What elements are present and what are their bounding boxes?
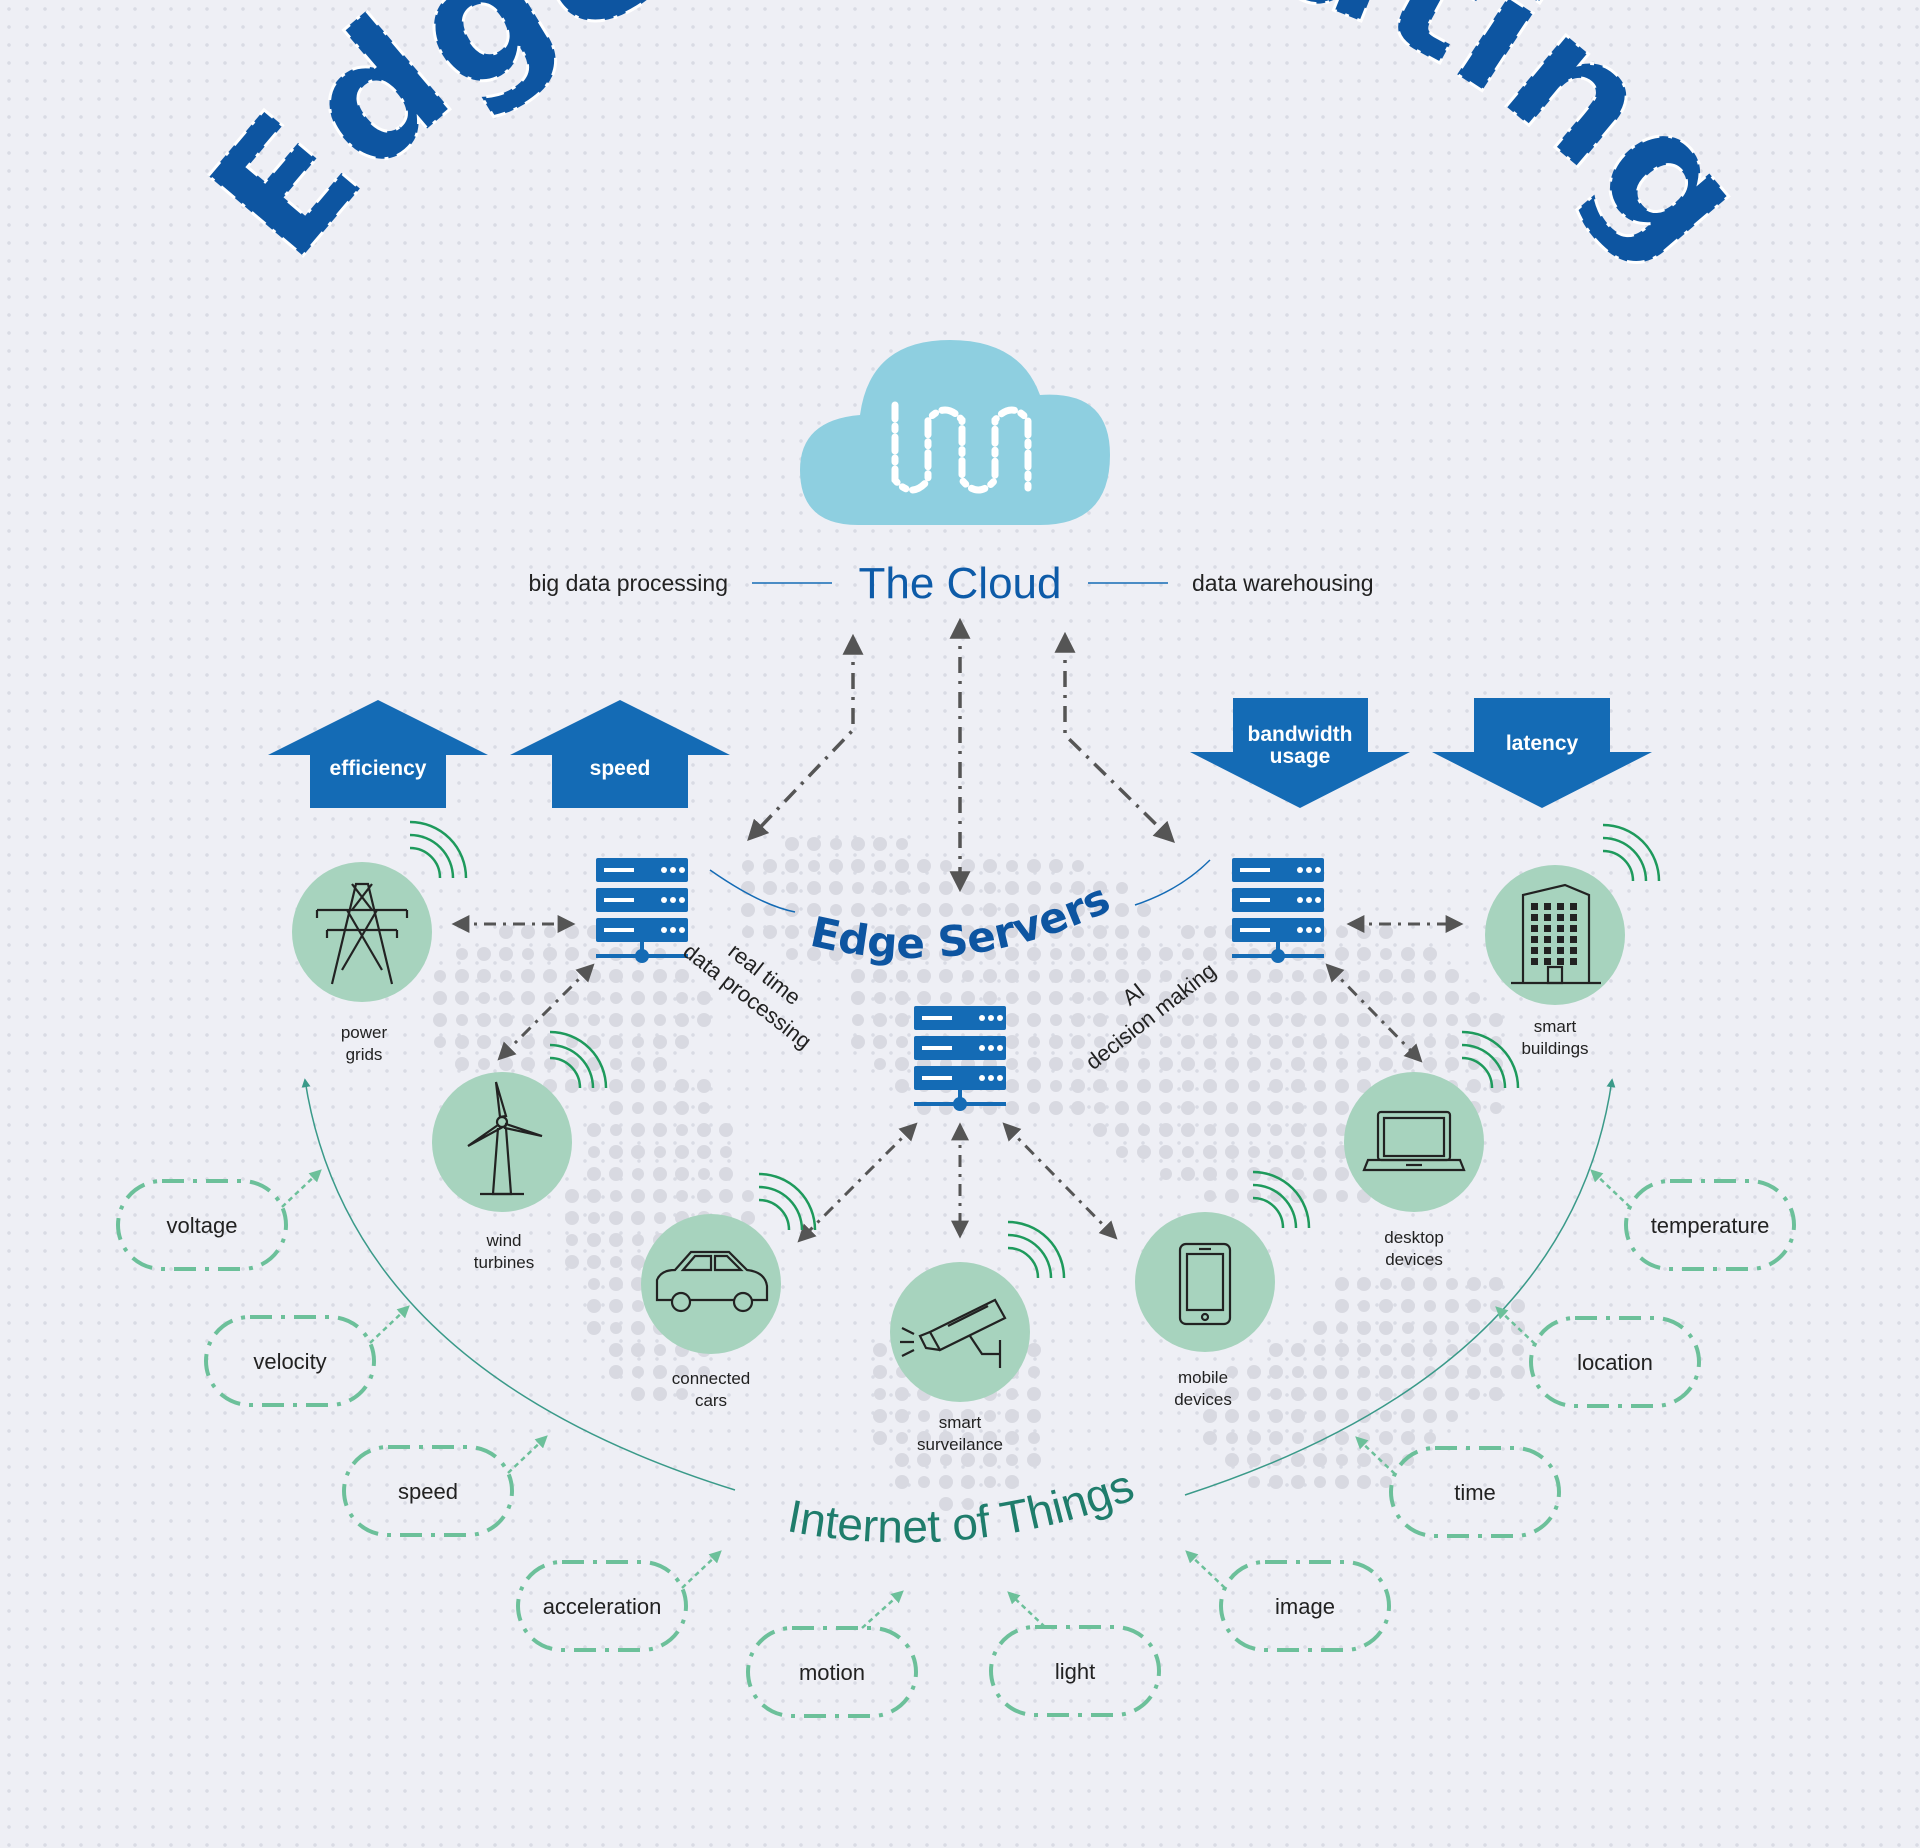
svg-text:buildings: buildings	[1521, 1039, 1588, 1058]
smartphone-icon	[1178, 1242, 1232, 1326]
svg-text:Edge Computing: Edge Computing	[173, 0, 1787, 294]
sensor-acceleration: acceleration	[516, 1550, 722, 1652]
cloud-icon	[800, 340, 1110, 525]
iot-title: Internet of Things	[784, 1459, 1140, 1553]
bandwidth-usage-arrow: bandwidth usage	[1190, 698, 1410, 808]
cloud-server-connectors	[747, 617, 1175, 893]
svg-text:temperature: temperature	[1651, 1213, 1770, 1238]
cctv-camera-icon	[900, 1298, 1007, 1368]
svg-text:image: image	[1275, 1594, 1335, 1619]
device-wind-turbines: wind turbines	[432, 1030, 608, 1272]
svg-text:connected: connected	[672, 1369, 750, 1388]
svg-text:devices: devices	[1385, 1250, 1443, 1269]
efficiency-arrow: efficiency	[268, 700, 488, 808]
svg-text:grids: grids	[346, 1045, 383, 1064]
svg-text:efficiency: efficiency	[330, 757, 427, 780]
sensor-light: light	[989, 1591, 1161, 1717]
speed-arrow: speed	[510, 700, 730, 808]
sensor-voltage: voltage	[116, 1169, 322, 1271]
svg-text:location: location	[1577, 1350, 1653, 1375]
sensor-velocity: velocity	[204, 1305, 410, 1407]
edge-server-right-icon	[1232, 858, 1324, 963]
edge-server-center-icon	[914, 1006, 1006, 1111]
svg-text:devices: devices	[1174, 1390, 1232, 1409]
svg-text:latency: latency	[1506, 732, 1579, 755]
building-icon	[1511, 883, 1601, 985]
svg-text:speed: speed	[398, 1479, 458, 1504]
device-connected-cars: connected cars	[641, 1172, 817, 1410]
device-power-grids: power grids	[292, 820, 468, 1064]
device-desktop-devices: desktop devices	[1344, 1030, 1520, 1269]
cloud-left-label: big data processing	[529, 570, 728, 596]
sensor-temperature: temperature	[1590, 1169, 1796, 1271]
sensor-speed: speed	[342, 1435, 548, 1537]
page-title: Edge Computing Edge Computing	[172, 0, 1789, 296]
svg-text:speed: speed	[590, 757, 651, 780]
wind-turbine-icon	[467, 1081, 543, 1196]
laptop-icon	[1362, 1110, 1466, 1172]
svg-text:time: time	[1454, 1480, 1496, 1505]
power-tower-icon	[315, 882, 409, 985]
svg-text:turbines: turbines	[474, 1253, 534, 1272]
device-smart-buildings: smart buildings	[1485, 823, 1661, 1058]
svg-text:bandwidth: bandwidth	[1248, 723, 1353, 746]
svg-text:surveilance: surveilance	[917, 1435, 1003, 1454]
svg-text:smart: smart	[1534, 1017, 1577, 1036]
sensor-image: image	[1185, 1550, 1391, 1652]
svg-text:voltage: voltage	[167, 1213, 238, 1238]
svg-text:mobile: mobile	[1178, 1368, 1228, 1387]
sensor-location: location	[1495, 1306, 1701, 1408]
sensor-motion: motion	[746, 1590, 918, 1718]
svg-text:cars: cars	[695, 1391, 727, 1410]
car-icon	[655, 1250, 769, 1313]
svg-text:wind: wind	[486, 1231, 522, 1250]
real-time-label: real time data processing	[678, 938, 816, 1054]
cloud-title: The Cloud	[858, 559, 1061, 608]
svg-text:motion: motion	[799, 1660, 865, 1685]
device-mobile-devices: mobile devices	[1135, 1170, 1311, 1409]
svg-text:usage: usage	[1270, 745, 1331, 768]
cloud-right-label: data warehousing	[1192, 570, 1374, 596]
svg-text:velocity: velocity	[253, 1349, 326, 1374]
svg-text:power: power	[341, 1023, 388, 1042]
svg-text:smart: smart	[939, 1413, 982, 1432]
latency-arrow: latency	[1432, 698, 1652, 808]
device-smart-surveilance: smart surveilance	[890, 1220, 1066, 1454]
svg-text:desktop: desktop	[1384, 1228, 1444, 1247]
sensor-time: time	[1355, 1436, 1561, 1538]
svg-text:acceleration: acceleration	[543, 1594, 662, 1619]
device-connectors	[451, 915, 1464, 1243]
svg-text:light: light	[1055, 1659, 1095, 1684]
edge-server-left-icon	[596, 858, 688, 963]
